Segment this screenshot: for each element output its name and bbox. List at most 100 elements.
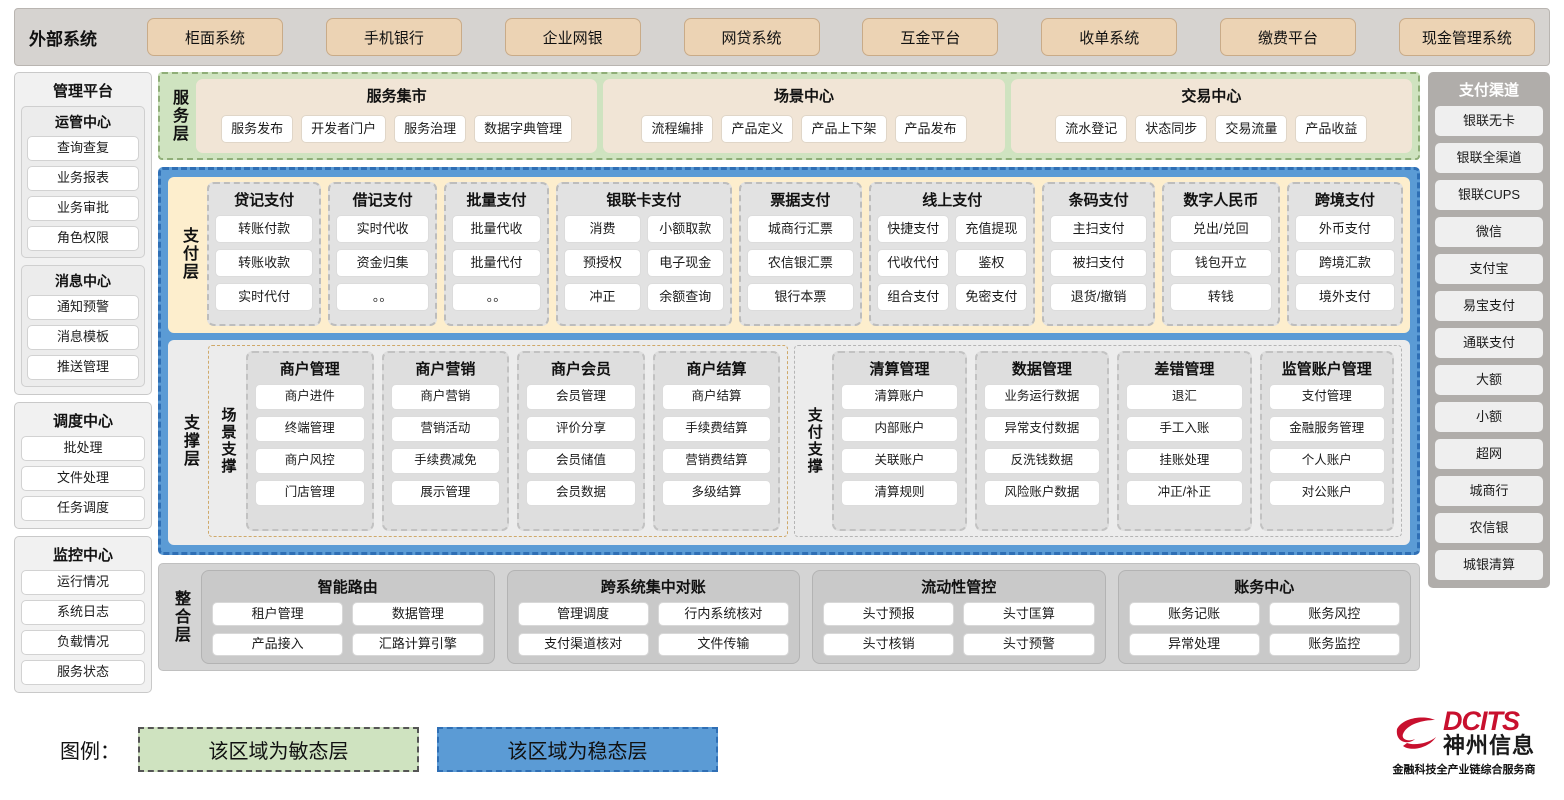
- external-system-item[interactable]: 企业网银: [504, 18, 641, 56]
- admin-item[interactable]: 任务调度: [21, 496, 145, 521]
- support-item[interactable]: 冲正/补正: [1126, 480, 1243, 506]
- payment-item[interactable]: 主扫支付: [1050, 215, 1147, 243]
- service-item[interactable]: 状态同步: [1135, 115, 1208, 143]
- channel-item[interactable]: 银联全渠道: [1435, 143, 1543, 173]
- external-system-item[interactable]: 手机银行: [325, 18, 462, 56]
- support-item[interactable]: 商户风控: [255, 448, 365, 474]
- support-item[interactable]: 挂账处理: [1126, 448, 1243, 474]
- service-item[interactable]: 数据字典管理: [474, 115, 573, 143]
- integration-item[interactable]: 支付渠道核对: [517, 632, 649, 656]
- payment-item[interactable]: 组合支付: [877, 283, 950, 311]
- channel-item[interactable]: 小额: [1435, 402, 1543, 432]
- support-item[interactable]: 手续费减免: [390, 448, 501, 474]
- support-item[interactable]: 终端管理: [255, 416, 365, 442]
- support-item[interactable]: 对公账户: [1268, 480, 1385, 506]
- payment-item[interactable]: 转钱: [1169, 283, 1272, 311]
- support-item[interactable]: 营销活动: [390, 416, 501, 442]
- support-item[interactable]: 营销费结算: [661, 448, 772, 474]
- channel-item[interactable]: 城商行: [1435, 476, 1543, 506]
- admin-item[interactable]: 业务报表: [27, 166, 139, 191]
- support-item[interactable]: 个人账户: [1268, 448, 1385, 474]
- channel-item[interactable]: 微信: [1435, 217, 1543, 247]
- support-item[interactable]: 支付管理: [1268, 384, 1385, 410]
- admin-item[interactable]: 运行情况: [21, 570, 145, 595]
- support-item[interactable]: 会员储值: [526, 448, 636, 474]
- channel-item[interactable]: 银联CUPS: [1435, 180, 1543, 210]
- payment-item[interactable]: 农信银汇票: [746, 249, 855, 277]
- support-item[interactable]: 手工入账: [1126, 416, 1243, 442]
- integration-item[interactable]: 文件传输: [657, 632, 789, 656]
- support-item[interactable]: 清算规则: [841, 480, 958, 506]
- payment-item[interactable]: 兑出/兑回: [1169, 215, 1272, 243]
- integration-item[interactable]: 头寸匡算: [963, 602, 1095, 626]
- admin-item[interactable]: 文件处理: [21, 466, 145, 491]
- support-item[interactable]: 评价分享: [526, 416, 636, 442]
- support-item[interactable]: 风险账户数据: [983, 480, 1101, 506]
- support-item[interactable]: 门店管理: [255, 480, 365, 506]
- integration-item[interactable]: 数据管理: [352, 602, 484, 626]
- integration-item[interactable]: 租户管理: [212, 602, 344, 626]
- support-item[interactable]: 内部账户: [841, 416, 958, 442]
- service-item[interactable]: 服务治理: [394, 115, 467, 143]
- admin-item[interactable]: 批处理: [21, 436, 145, 461]
- support-item[interactable]: 金融服务管理: [1268, 416, 1385, 442]
- channel-item[interactable]: 大额: [1435, 365, 1543, 395]
- payment-item[interactable]: 跨境汇款: [1294, 249, 1396, 277]
- integration-item[interactable]: 账务风控: [1268, 602, 1400, 626]
- integration-item[interactable]: 头寸预报: [823, 602, 955, 626]
- payment-item[interactable]: 免密支付: [955, 283, 1028, 311]
- support-item[interactable]: 异常支付数据: [983, 416, 1101, 442]
- support-item[interactable]: 手续费结算: [661, 416, 772, 442]
- payment-item[interactable]: 境外支付: [1294, 283, 1396, 311]
- payment-item[interactable]: 代收代付: [877, 249, 950, 277]
- external-system-item[interactable]: 收单系统: [1041, 18, 1178, 56]
- payment-item[interactable]: 城商行汇票: [746, 215, 855, 243]
- payment-item[interactable]: 小额取款: [646, 215, 724, 243]
- admin-item[interactable]: 查询查复: [27, 136, 139, 161]
- external-system-item[interactable]: 互金平台: [862, 18, 999, 56]
- integration-item[interactable]: 产品接入: [212, 632, 344, 656]
- support-item[interactable]: 展示管理: [390, 480, 501, 506]
- payment-item[interactable]: 被扫支付: [1050, 249, 1147, 277]
- payment-item[interactable]: 退货/撤销: [1050, 283, 1147, 311]
- service-item[interactable]: 服务发布: [221, 115, 294, 143]
- payment-item[interactable]: 充值提现: [955, 215, 1028, 243]
- support-item[interactable]: 会员管理: [526, 384, 636, 410]
- channel-item[interactable]: 城银清算: [1435, 550, 1543, 580]
- integration-item[interactable]: 行内系统核对: [657, 602, 789, 626]
- channel-item[interactable]: 通联支付: [1435, 328, 1543, 358]
- payment-item[interactable]: 鉴权: [955, 249, 1028, 277]
- payment-item[interactable]: 快捷支付: [877, 215, 950, 243]
- external-system-item[interactable]: 缴费平台: [1220, 18, 1357, 56]
- integration-item[interactable]: 头寸预警: [963, 632, 1095, 656]
- payment-item[interactable]: 电子现金: [646, 249, 724, 277]
- integration-item[interactable]: 账务监控: [1268, 632, 1400, 656]
- support-item[interactable]: 业务运行数据: [983, 384, 1101, 410]
- service-item[interactable]: 产品上下架: [801, 115, 887, 143]
- support-item[interactable]: 商户营销: [390, 384, 501, 410]
- integration-item[interactable]: 头寸核销: [823, 632, 955, 656]
- service-item[interactable]: 产品收益: [1295, 115, 1368, 143]
- payment-item[interactable]: 转账收款: [215, 249, 314, 277]
- payment-item[interactable]: 冲正: [564, 283, 641, 311]
- service-item[interactable]: 产品发布: [894, 115, 967, 143]
- admin-item[interactable]: 消息模板: [27, 325, 139, 350]
- channel-item[interactable]: 农信银: [1435, 513, 1543, 543]
- payment-item[interactable]: 资金归集: [336, 249, 430, 277]
- support-item[interactable]: 清算账户: [841, 384, 958, 410]
- admin-item[interactable]: 通知预警: [27, 295, 139, 320]
- support-item[interactable]: 商户进件: [255, 384, 365, 410]
- payment-item[interactable]: 。。: [336, 283, 430, 311]
- channel-item[interactable]: 易宝支付: [1435, 291, 1543, 321]
- channel-item[interactable]: 超网: [1435, 439, 1543, 469]
- integration-item[interactable]: 异常处理: [1128, 632, 1260, 656]
- support-item[interactable]: 反洗钱数据: [983, 448, 1101, 474]
- channel-item[interactable]: 支付宝: [1435, 254, 1543, 284]
- admin-item[interactable]: 推送管理: [27, 355, 139, 380]
- payment-item[interactable]: 实时代收: [336, 215, 430, 243]
- channel-item[interactable]: 银联无卡: [1435, 106, 1543, 136]
- external-system-item[interactable]: 现金管理系统: [1398, 18, 1535, 56]
- integration-item[interactable]: 汇路计算引擎: [352, 632, 484, 656]
- payment-item[interactable]: 钱包开立: [1169, 249, 1272, 277]
- service-item[interactable]: 流程编排: [641, 115, 714, 143]
